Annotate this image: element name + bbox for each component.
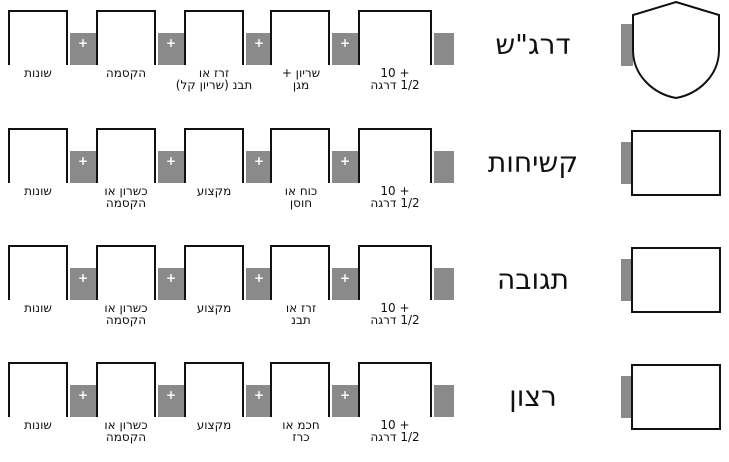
plus-sign: +	[77, 36, 89, 50]
base-slot	[358, 245, 432, 300]
talent-slot	[96, 128, 156, 183]
slot-label: מקצוע	[196, 301, 232, 315]
misc-slot	[8, 245, 68, 300]
slot-label: שונות	[24, 418, 52, 432]
profession-slot	[184, 362, 244, 417]
plus-sign: +	[77, 388, 89, 402]
result-connector	[621, 142, 633, 184]
plus-sign: +	[253, 388, 265, 402]
result-connector	[621, 24, 633, 66]
result-box	[631, 247, 721, 313]
stat-name: רצון	[509, 380, 557, 413]
talent-slot	[96, 245, 156, 300]
result-connector	[434, 385, 454, 417]
plus-sign: +	[253, 154, 265, 168]
misc-slot	[8, 128, 68, 183]
slot-label: שונות	[24, 184, 52, 198]
plus-connector: +	[332, 33, 358, 65]
misc-slot	[8, 362, 68, 417]
plus-sign: +	[339, 36, 351, 50]
result-connector	[621, 259, 633, 301]
slot-label: שונות	[24, 301, 52, 315]
plus-sign: +	[253, 36, 265, 50]
result-connector	[434, 151, 454, 183]
plus-sign: +	[165, 388, 177, 402]
plus-connector: +	[158, 33, 184, 65]
plus-connector: +	[332, 151, 358, 183]
plus-sign: +	[165, 271, 177, 285]
plus-connector: +	[158, 385, 184, 417]
result-connector	[621, 376, 633, 418]
base-slot	[358, 128, 432, 183]
plus-sign: +	[165, 36, 177, 50]
plus-connector: +	[70, 151, 96, 183]
attribute-slot	[184, 10, 244, 65]
plus-connector: +	[246, 268, 272, 300]
plus-sign: +	[77, 154, 89, 168]
slot-label: מקצוע	[196, 184, 232, 198]
plus-connector: +	[246, 33, 272, 65]
enchantment-slot	[96, 10, 156, 65]
plus-sign: +	[77, 271, 89, 285]
attribute-slot	[270, 245, 330, 300]
plus-sign: +	[165, 154, 177, 168]
attribute-slot	[270, 362, 330, 417]
plus-connector: +	[332, 268, 358, 300]
plus-sign: +	[253, 271, 265, 285]
stat-name: תגובה	[496, 263, 570, 296]
result-box	[631, 130, 721, 196]
plus-connector: +	[246, 385, 272, 417]
talent-slot	[96, 362, 156, 417]
base-slot	[358, 362, 432, 417]
slot-label: שריון +מגן	[281, 66, 321, 92]
armor-slot	[270, 10, 330, 65]
plus-connector: +	[70, 385, 96, 417]
plus-connector: +	[70, 33, 96, 65]
plus-connector: +	[70, 268, 96, 300]
slot-label: שונות	[24, 66, 52, 80]
stat-name: קשיחות	[487, 146, 579, 179]
result-connector	[434, 33, 454, 65]
result-connector	[434, 268, 454, 300]
attribute-slot	[270, 128, 330, 183]
stat-name: דרג"ש	[495, 28, 571, 61]
plus-connector: +	[158, 151, 184, 183]
slot-label: הקסמה	[105, 66, 147, 80]
result-box	[631, 364, 721, 430]
misc-slot	[8, 10, 68, 65]
plus-sign: +	[339, 154, 351, 168]
slot-label: מקצוע	[196, 418, 232, 432]
plus-sign: +	[339, 271, 351, 285]
plus-connector: +	[158, 268, 184, 300]
shield-icon	[632, 0, 720, 100]
plus-connector: +	[246, 151, 272, 183]
base-slot	[358, 10, 432, 65]
profession-slot	[184, 245, 244, 300]
plus-sign: +	[339, 388, 351, 402]
profession-slot	[184, 128, 244, 183]
plus-connector: +	[332, 385, 358, 417]
